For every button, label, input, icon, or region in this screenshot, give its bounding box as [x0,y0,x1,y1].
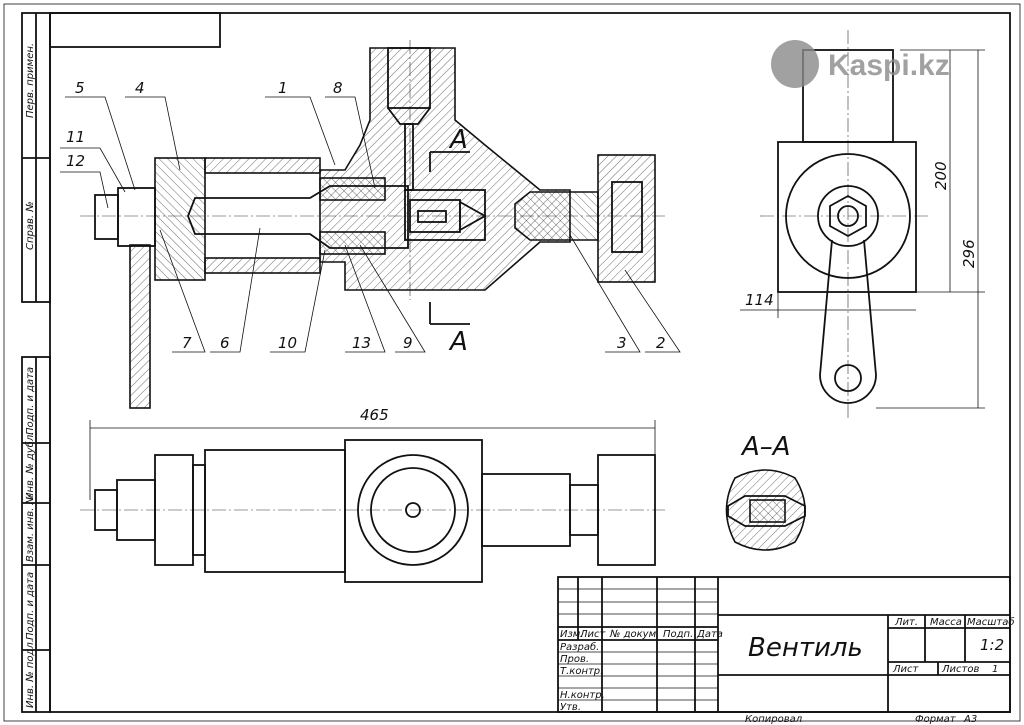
callout-7: 7 [182,334,192,352]
drawing-title: Вентиль [748,633,863,663]
front-section-view: A A [80,40,665,409]
role-nkontr: Н.контр. [560,690,605,701]
top-view: 465 [80,406,665,583]
scale-label: Масштаб [967,616,1015,628]
outer-trim-frame [3,3,1021,722]
title-block: Изм. Лист № докум. Подп. Дата Разраб. Пр… [557,576,1015,725]
format-value: A3 [963,714,977,725]
callout-5: 5 [75,79,85,97]
hdr-izm: Изм. [560,629,584,640]
stamp-inv-dubl: Инв. № дубл. [24,432,36,500]
top-left-box [49,12,221,48]
sheet-label: Лист [892,664,920,675]
mass-label: Масса [930,617,962,628]
role-razrab: Разраб. [560,641,599,653]
hdr-podp: Подп. [663,629,693,640]
section-mark-top: A [448,125,468,155]
stamp-sprav: Справ. № [25,201,36,250]
callout-3: 3 [617,334,627,352]
margin-stamps: Перв. примен. Справ. № Подп. и дата Инв.… [21,12,51,713]
sheets-value: 1 [992,664,998,675]
dim-296: 296 [960,239,978,268]
role-utv: Утв. [560,702,581,713]
stamp-vzam-inv: Взам. инв. № [25,494,36,562]
callout-4: 4 [135,79,145,97]
section-mark-bottom: A [448,327,468,357]
hdr-list: Лист [579,629,607,640]
hdr-data: Дата [696,629,723,640]
format-label: Формат [915,714,957,725]
role-tkontr: Т.контр. [560,666,603,677]
inner-frame [49,12,1011,713]
callout-11: 11 [66,128,85,146]
callout-10: 10 [278,334,297,352]
callout-1: 1 [278,79,288,97]
stamp-perv-primen: Перв. примен. [25,43,36,118]
section-a-a: A–A [725,432,806,551]
scale-value: 1:2 [980,636,1004,654]
dim-465: 465 [360,406,389,424]
callout-12: 12 [66,152,85,170]
sheets-label: Листов [941,664,979,675]
copied-label: Копировал [745,714,803,725]
callout-9: 9 [403,334,413,352]
role-prov: Пров. [560,654,589,665]
side-view: 200 296 114 [740,30,985,420]
hdr-dokum: № докум. [609,629,659,640]
kaspi-logo-icon [771,40,819,88]
callout-13: 13 [352,334,371,352]
section-title: A–A [740,432,791,462]
part-callouts: 1 2 3 4 5 6 7 8 9 10 11 12 13 [60,79,681,353]
stamp-podp-data-2: Подп. и дата [25,572,36,640]
stamp-podp-data-1: Подп. и дата [25,367,36,435]
callout-8: 8 [333,79,343,97]
kaspi-watermark: Kaspi.kz [771,40,950,88]
callout-6: 6 [220,334,230,352]
callout-2: 2 [656,334,666,352]
stamp-inv-podl: Инв. № подл. [25,639,36,708]
dim-114: 114 [745,291,774,309]
lit-label: Лит. [894,617,918,628]
watermark-text: Kaspi.kz [828,49,950,82]
dim-200: 200 [932,161,950,190]
